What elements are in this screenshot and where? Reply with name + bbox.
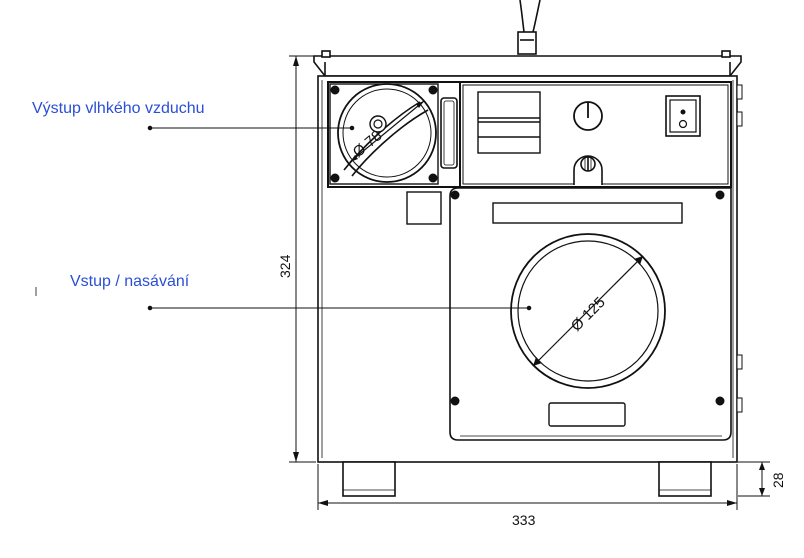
service-port: [406, 191, 442, 225]
width-dimension: [317, 464, 738, 510]
carry-handle: [517, 0, 541, 55]
feet: [342, 461, 712, 497]
callout-leaders: [35, 125, 532, 311]
foot-height-dimension-label: 28: [770, 472, 786, 488]
inlet-opening: [510, 233, 666, 389]
hour-counter: [477, 91, 541, 154]
inlet-callout-label: Vstup / nasávání: [70, 273, 190, 290]
outlet-vent: [329, 83, 439, 185]
width-dimension-label: 333: [512, 512, 536, 528]
height-dimension-label: 324: [277, 254, 293, 278]
side-slot: [440, 97, 458, 169]
cable-gland: [573, 155, 603, 185]
top-lid: [313, 50, 742, 77]
hygrostat-knob: [573, 101, 603, 131]
foot-height-dimension: [738, 461, 770, 497]
power-switch: [665, 95, 701, 137]
outlet-callout-label: Výstup vlhkého vzduchu: [32, 100, 205, 117]
height-dimension: [289, 55, 316, 463]
